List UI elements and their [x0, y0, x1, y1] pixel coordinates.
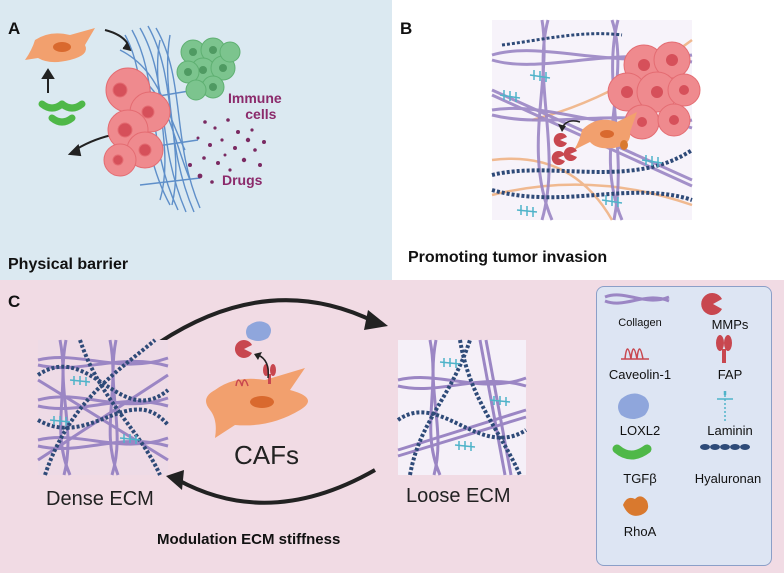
- immune-cells-label: Immune cells: [228, 90, 282, 122]
- rhoa-legend-icon: [623, 496, 649, 516]
- panel-a: A Immune cells Drugs Physical barrier: [0, 0, 392, 280]
- panel-c-label: C: [8, 292, 21, 311]
- caveolin-on-caf: [235, 379, 249, 387]
- caf-cell-c: [206, 368, 308, 438]
- legend-hyaluronan: Hyaluronan: [694, 471, 762, 486]
- loose-ecm-label: Loose ECM: [406, 485, 511, 507]
- panel-c-illustration: [36, 298, 528, 505]
- ecm-fiber-barrier: [119, 25, 201, 213]
- legend-icons: [604, 293, 750, 516]
- legend: Collagen MMPs Caveolin-1 FAP LOXL2 Lamin…: [596, 286, 772, 566]
- cycle-arrows: [41, 29, 133, 157]
- mmp-secretion-arrow: [558, 120, 581, 132]
- dense-ecm-label: Dense ECM: [46, 488, 154, 510]
- mmp-c: [234, 340, 252, 358]
- loxl2-c: [246, 321, 271, 341]
- collagen-legend-icon: [604, 293, 670, 305]
- cycle-arrow-top: [158, 298, 388, 344]
- panel-a-title: Physical barrier: [8, 256, 129, 273]
- tumor-cells: [103, 67, 171, 177]
- cycle-arrow-bottom: [166, 468, 376, 505]
- legend-loxl2: LOXL2: [619, 423, 661, 438]
- immune-cells-cluster: [176, 37, 241, 101]
- loose-ecm-image: [396, 339, 528, 476]
- panel-b-label: B: [400, 19, 413, 38]
- panel-a-label: A: [8, 19, 21, 38]
- legend-mmps: MMPs: [711, 317, 749, 332]
- legend-caveolin: Caveolin-1: [608, 367, 672, 382]
- dense-ecm-image: [36, 338, 170, 476]
- panel-b-title: Promoting tumor invasion: [408, 249, 608, 266]
- tumor-cells-b: [607, 41, 701, 140]
- panel-b-illustration: [491, 19, 701, 221]
- secretion-arrow-c: [254, 352, 270, 379]
- mmps-pacman: [551, 133, 577, 165]
- hyaluronan-chains: [491, 32, 694, 202]
- caveolin-legend-icon: [621, 348, 649, 360]
- panel-b: B Promoting tumor invasion: [392, 0, 784, 280]
- panel-c-title: Modulation ECM stiffness: [157, 531, 341, 548]
- legend-laminin: Laminin: [707, 423, 753, 438]
- panel-c: C CAFs Dense ECM Loose ECM Modulation EC…: [0, 280, 784, 573]
- tgfb-icon: [38, 100, 86, 126]
- legend-tgfb: TGFβ: [623, 471, 657, 486]
- caf-cell-b: [574, 112, 637, 150]
- laminin-legend-icon: [717, 391, 733, 421]
- fap-legend-icon: [716, 335, 732, 363]
- legend-fap: FAP: [717, 367, 743, 382]
- hyaluronan-legend-icon: [700, 444, 750, 450]
- cafs-label: CAFs: [234, 440, 299, 470]
- legend-collagen: Collagen: [618, 317, 662, 329]
- caf-cell: [25, 28, 95, 63]
- mmps-legend-icon: [701, 293, 722, 315]
- panel-a-illustration: [25, 25, 266, 213]
- tgfb-legend-icon: [612, 444, 652, 460]
- laminin-marks: [499, 70, 663, 217]
- drug-dots: [188, 118, 266, 184]
- legend-rhoa: RhoA: [623, 524, 657, 539]
- drugs-label: Drugs: [222, 172, 263, 188]
- loxl2-legend-icon: [618, 393, 649, 419]
